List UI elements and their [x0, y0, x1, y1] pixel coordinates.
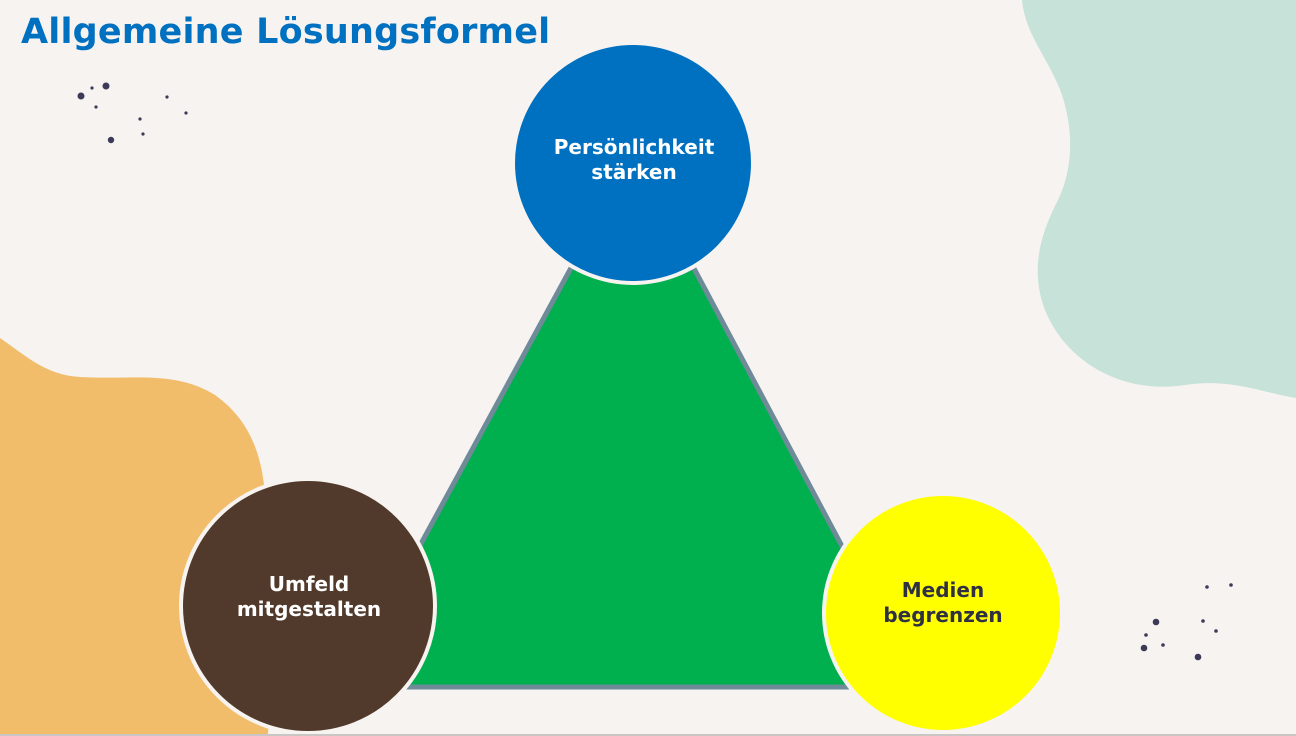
- node-label-line: stärken: [591, 160, 677, 184]
- bottom-divider: [0, 734, 1296, 736]
- node-circle-media: [822, 492, 1064, 734]
- node-circle-personality: [511, 41, 755, 285]
- node-label-personality: Persönlichkeit stärken: [514, 135, 754, 185]
- node-label-line: begrenzen: [883, 603, 1003, 627]
- node-label-line: Umfeld: [268, 572, 350, 596]
- node-label-media: Medien begrenzen: [824, 578, 1062, 628]
- solution-triangle: [338, 148, 922, 690]
- node-circle-environment: [179, 477, 437, 735]
- dot-cluster-top-left: [77, 82, 188, 144]
- node-label-line: mitgestalten: [236, 597, 382, 621]
- node-label-line: Persönlichkeit: [553, 135, 715, 159]
- page-title: Allgemeine Lösungsformel: [21, 12, 551, 52]
- dot-cluster-bottom-right: [1140, 583, 1233, 661]
- node-label-environment: Umfeld mitgestalten: [182, 572, 436, 622]
- mint-blob-decoration: [1022, 0, 1296, 398]
- node-label-line: Medien: [901, 578, 985, 602]
